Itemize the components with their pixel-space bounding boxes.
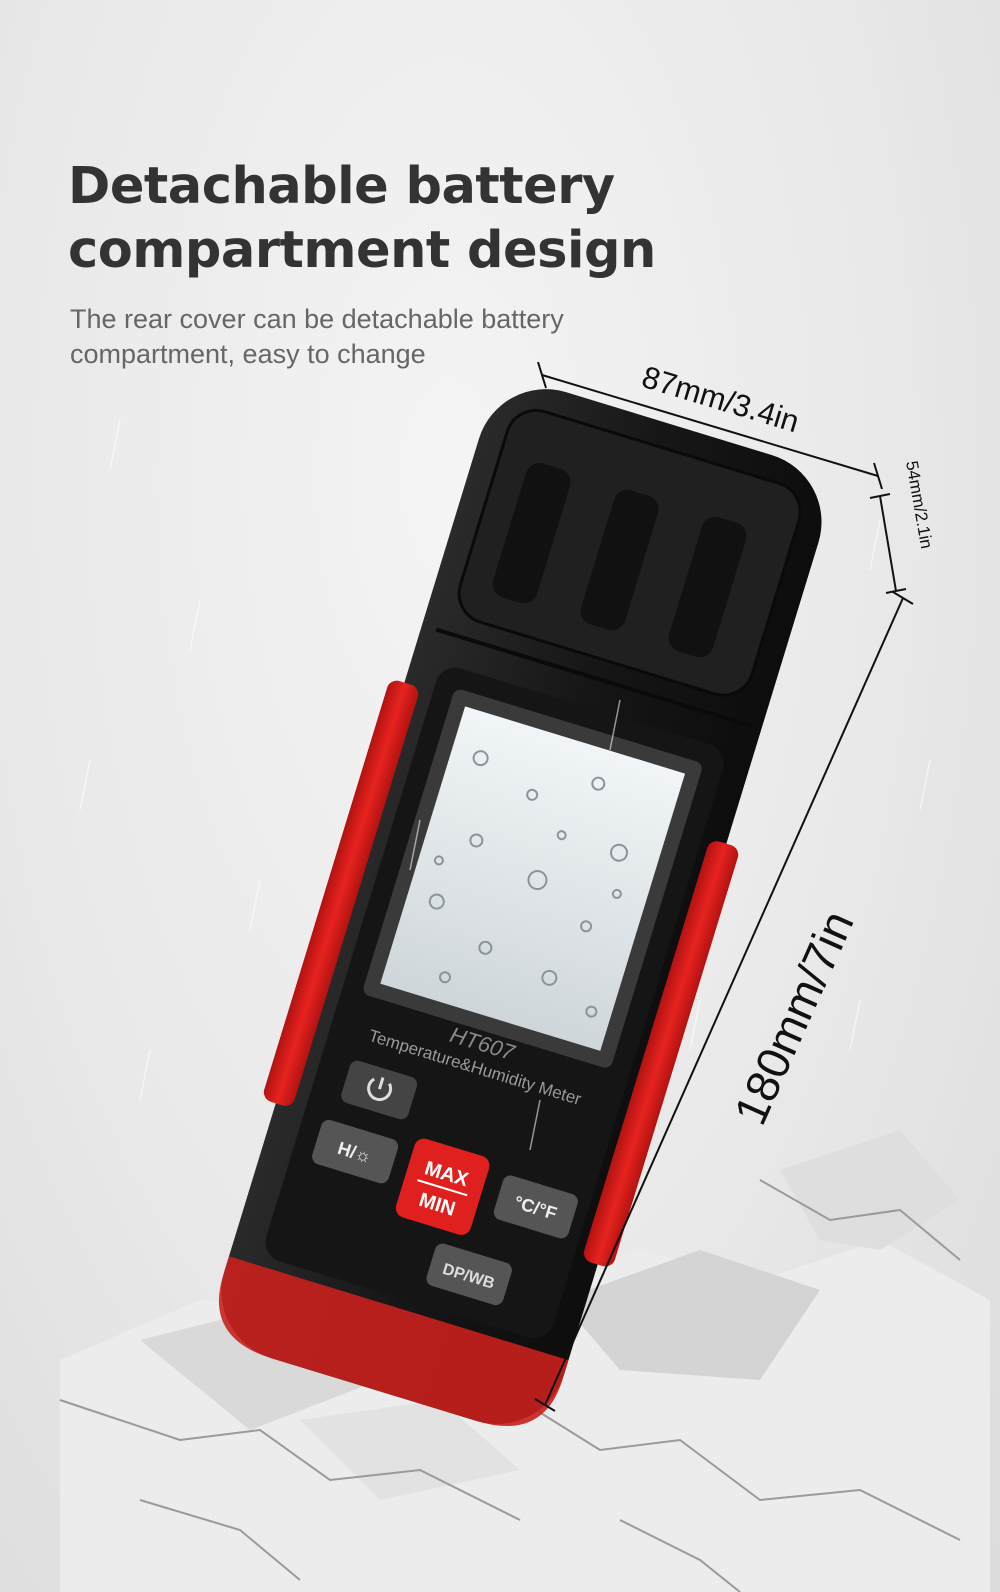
depth-dimension bbox=[869, 493, 907, 594]
left-red-grip bbox=[263, 680, 419, 1106]
depth-label: 54mm/2.1in bbox=[902, 459, 936, 550]
subtext: The rear cover can be detachable battery… bbox=[70, 302, 564, 372]
dp-wb-button[interactable]: DP/WB bbox=[425, 1242, 514, 1307]
unit-toggle-button[interactable]: °C/°F bbox=[492, 1173, 580, 1240]
headline-line-1: Detachable battery bbox=[68, 157, 615, 216]
bottom-red-cap bbox=[218, 1256, 569, 1427]
subtext-line-1: The rear cover can be detachable battery bbox=[70, 304, 564, 334]
subtext-line-2: compartment, easy to change bbox=[70, 339, 426, 369]
max-min-button[interactable]: MAX MIN bbox=[393, 1136, 492, 1237]
battery-compartment bbox=[435, 408, 802, 728]
hold-backlight-button[interactable]: H/☼ bbox=[310, 1118, 400, 1185]
headline: Detachable battery compartment design bbox=[68, 155, 656, 283]
headline-line-2: compartment design bbox=[68, 221, 656, 280]
hygrometer-device: HT607 Temperature&Humidity Meter H/☼ MAX… bbox=[218, 389, 822, 1427]
length-label: 180mm/7in bbox=[724, 903, 864, 1132]
power-button[interactable] bbox=[339, 1059, 419, 1122]
water-droplets bbox=[428, 750, 629, 1018]
right-red-grip bbox=[583, 841, 739, 1267]
width-dimension bbox=[537, 361, 883, 490]
power-icon bbox=[367, 1077, 393, 1102]
rain-streaks bbox=[79, 419, 931, 1151]
length-dimension bbox=[534, 591, 914, 1412]
